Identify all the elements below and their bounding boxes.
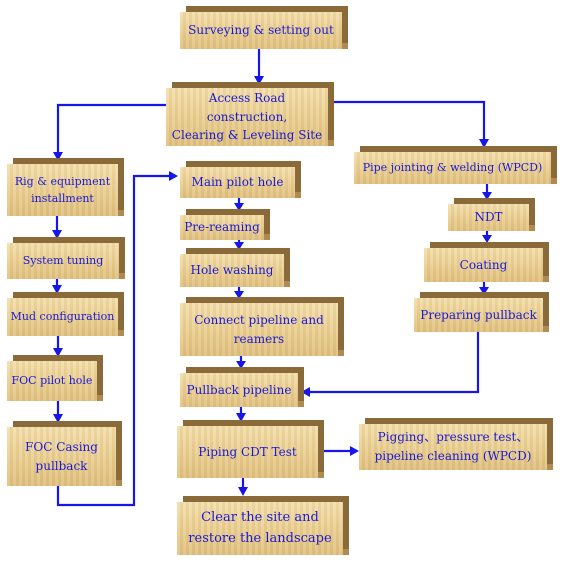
step-foc-pilot-label: FOC pilot hole: [11, 374, 93, 388]
step-ndt: NDT: [448, 204, 529, 231]
step-rig-install-label: Rig & equipment installment: [14, 174, 111, 205]
step-connect-pipeline: Connect pipeline and reamers: [180, 303, 338, 356]
step-coating: Coating: [424, 248, 543, 282]
step-hole-washing: Hole washing: [180, 254, 284, 287]
step-piping-test: Piping CDT Test: [177, 426, 318, 478]
step-mud-config-label: Mud configuration: [10, 310, 115, 324]
arrowhead: [482, 192, 492, 200]
step-pipe-jointing-label: Pipe jointing & welding (WPCD): [362, 161, 543, 175]
step-rig-install: Rig & equipment installment: [7, 164, 118, 216]
step-pre-reaming-label: Pre-reaming: [184, 220, 260, 235]
connector-access-to-jointing: [334, 100, 486, 143]
step-foc-pilot: FOC pilot hole: [7, 361, 97, 401]
step-access-road: Access Road construction, Clearing & Lev…: [166, 88, 328, 146]
arrowhead: [234, 203, 244, 211]
step-pigging-label: Pigging、pressure test、 pipeline cleaning…: [374, 430, 532, 463]
step-hole-washing-label: Hole washing: [190, 263, 274, 278]
arrowhead: [52, 230, 62, 239]
step-clear-site: Clear the site and restore the landscape: [177, 502, 343, 555]
step-system-tuning: System tuning: [7, 243, 119, 279]
connector-access-to-rig: [56, 103, 166, 156]
step-main-pilot: Main pilot hole: [180, 167, 295, 198]
arrowhead: [236, 413, 246, 422]
arrowhead: [53, 348, 63, 357]
step-preparing-pullback-label: Preparing pullback: [420, 307, 537, 322]
arrowhead: [238, 487, 248, 496]
step-coating-label: Coating: [459, 257, 508, 272]
step-ndt-label: NDT: [474, 210, 503, 225]
step-pre-reaming: Pre-reaming: [180, 215, 264, 240]
step-foc-casing: FOC Casing pullback: [7, 427, 116, 486]
step-piping-test-label: Piping CDT Test: [198, 444, 297, 459]
arrowhead: [52, 285, 62, 294]
arrowhead: [482, 235, 492, 243]
arrowhead: [234, 291, 244, 299]
arrowhead: [254, 76, 264, 85]
arrowhead: [234, 242, 244, 250]
step-surveying: Surveying & setting out: [180, 12, 342, 49]
step-preparing-pullback: Preparing pullback: [414, 298, 543, 332]
arrowhead: [236, 361, 246, 369]
step-foc-casing-label: FOC Casing pullback: [25, 439, 98, 473]
step-system-tuning-label: System tuning: [22, 254, 104, 268]
arrowhead: [169, 171, 178, 181]
step-connect-pipeline-label: Connect pipeline and reamers: [194, 312, 324, 346]
arrowhead: [301, 387, 310, 397]
step-access-road-label: Access Road construction, Clearing & Lev…: [171, 91, 323, 143]
step-main-pilot-label: Main pilot hole: [191, 175, 284, 190]
connector-casing-to-main-pilot: [56, 174, 172, 507]
step-pipe-jointing: Pipe jointing & welding (WPCD): [354, 152, 551, 184]
arrowhead: [350, 446, 359, 456]
step-pullback-pipeline-label: Pullback pipeline: [186, 382, 292, 397]
step-surveying-label: Surveying & setting out: [188, 23, 334, 38]
arrowhead: [479, 287, 489, 295]
connector-prep-to-pullback: [308, 332, 480, 394]
step-pullback-pipeline: Pullback pipeline: [180, 373, 298, 407]
arrowhead: [53, 152, 63, 161]
arrowhead: [53, 414, 63, 423]
step-clear-site-label: Clear the site and restore the landscape: [188, 510, 332, 546]
step-mud-config: Mud configuration: [7, 298, 118, 336]
arrowhead: [479, 139, 489, 148]
step-pigging: Pigging、pressure test、 pipeline cleaning…: [359, 424, 547, 470]
